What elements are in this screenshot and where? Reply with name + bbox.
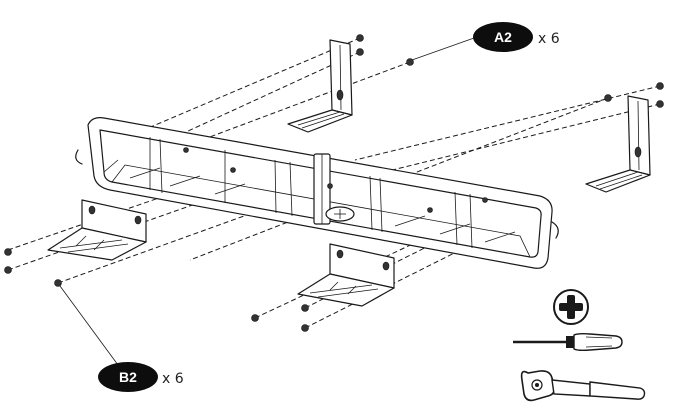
phillips-plus-icon [553,289,589,325]
screw [604,94,612,102]
callout-a2-qty: x 6 [538,31,560,47]
callout-a2-label: A2 [494,29,512,45]
callout-b2-qty: x 6 [162,371,184,387]
bracket-right [585,95,651,193]
bracket-bottom-left [47,199,147,261]
bracket-bottom-center [297,243,395,307]
screw [4,248,12,256]
screw [356,48,364,56]
main-tray [75,117,559,269]
left-cable-clip [75,149,83,165]
callout-a2-badge [473,22,533,52]
screw [301,324,309,332]
callout-a2: A2 x 6 [411,22,560,61]
screw [656,82,664,90]
callout-b2: B2 x 6 [59,285,184,392]
screws [4,34,664,332]
screwdriver-icon [513,332,623,352]
callout-b2-badge [98,362,158,392]
callout-b2-label: B2 [119,369,137,385]
screw [251,314,259,322]
screw [656,100,664,108]
screw [4,266,12,274]
screw [301,304,309,312]
screw [356,34,364,42]
screw [406,58,414,66]
ratchet-wrench-icon [520,370,646,402]
bracket-top-center [287,39,353,133]
center-coupling [313,153,355,225]
tray-floor-ribs [129,167,516,243]
tray-dividers [149,137,473,249]
screw [54,279,62,287]
right-cable-clip [551,221,559,239]
